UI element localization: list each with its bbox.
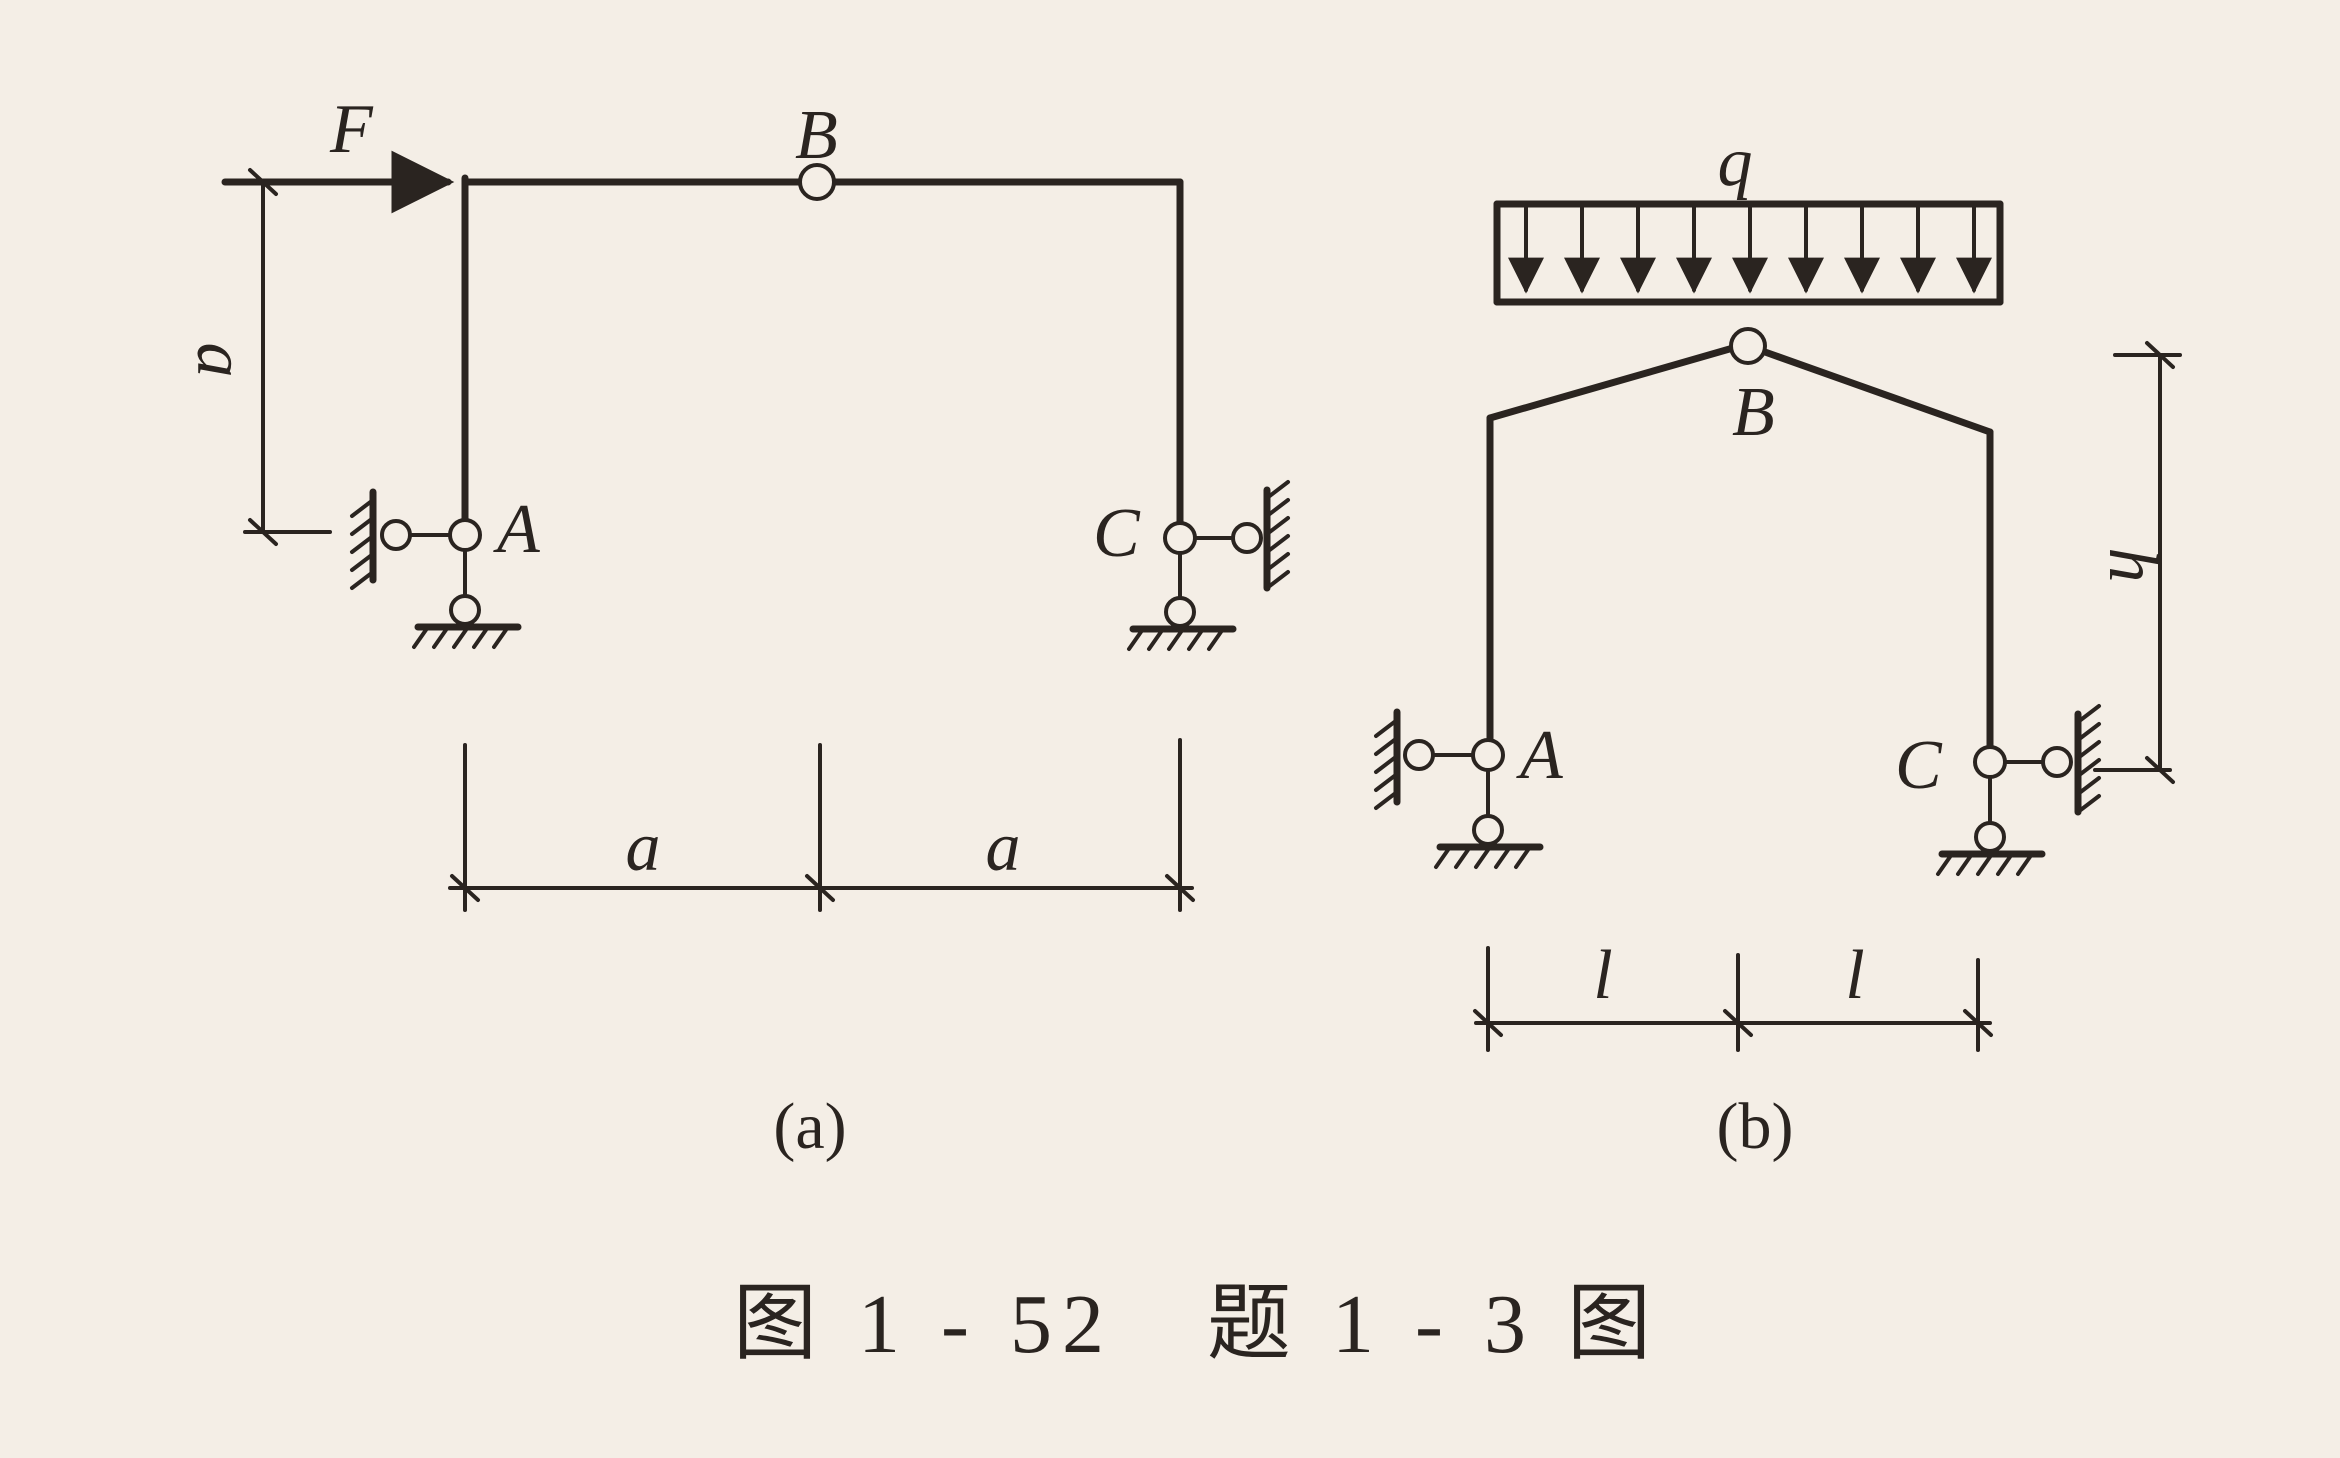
span-left-label-b: l <box>1593 937 1612 1014</box>
support-c-label-b: C <box>1895 727 1943 804</box>
distributed-load-q <box>1493 200 2004 306</box>
figure-title: 图 1 - 52 题 1 - 3 图 <box>733 1278 1661 1371</box>
dimension-span-b <box>1473 946 1993 1052</box>
caption-b: (b) <box>1717 1090 1794 1163</box>
frame-b-members <box>1486 344 1994 749</box>
frame-a-members <box>461 174 1184 534</box>
support-a-b <box>1374 708 1544 869</box>
dimension-height-a <box>243 168 332 546</box>
support-c-b <box>1936 704 2101 876</box>
span-right-label-b: l <box>1845 937 1864 1014</box>
figure-a: F B A C a a a (a) <box>182 91 1290 1163</box>
hinge-b-label-a: B <box>795 97 838 174</box>
load-q-label: q <box>1718 124 1753 201</box>
hinge-b-label-b: B <box>1732 374 1775 451</box>
support-a-label-a: A <box>493 491 540 568</box>
span-right-label-a: a <box>986 809 1021 886</box>
support-c-a <box>1127 480 1290 651</box>
height-dim-label-b: h <box>2094 548 2171 583</box>
support-a-label-b: A <box>1516 717 1563 794</box>
caption-a: (a) <box>773 1090 846 1163</box>
support-a-a <box>350 488 522 649</box>
dimension-span-a <box>448 738 1195 912</box>
dimension-height-h <box>2093 341 2182 784</box>
force-f-label: F <box>329 91 374 168</box>
support-c-label-a: C <box>1093 495 1141 572</box>
figure-b: q B A C h l l (b) <box>1374 124 2182 1163</box>
hinge-b-a <box>798 163 836 201</box>
hinge-b-b <box>1729 327 1767 365</box>
height-dim-label-a: a <box>182 343 259 378</box>
span-left-label-a: a <box>626 809 661 886</box>
